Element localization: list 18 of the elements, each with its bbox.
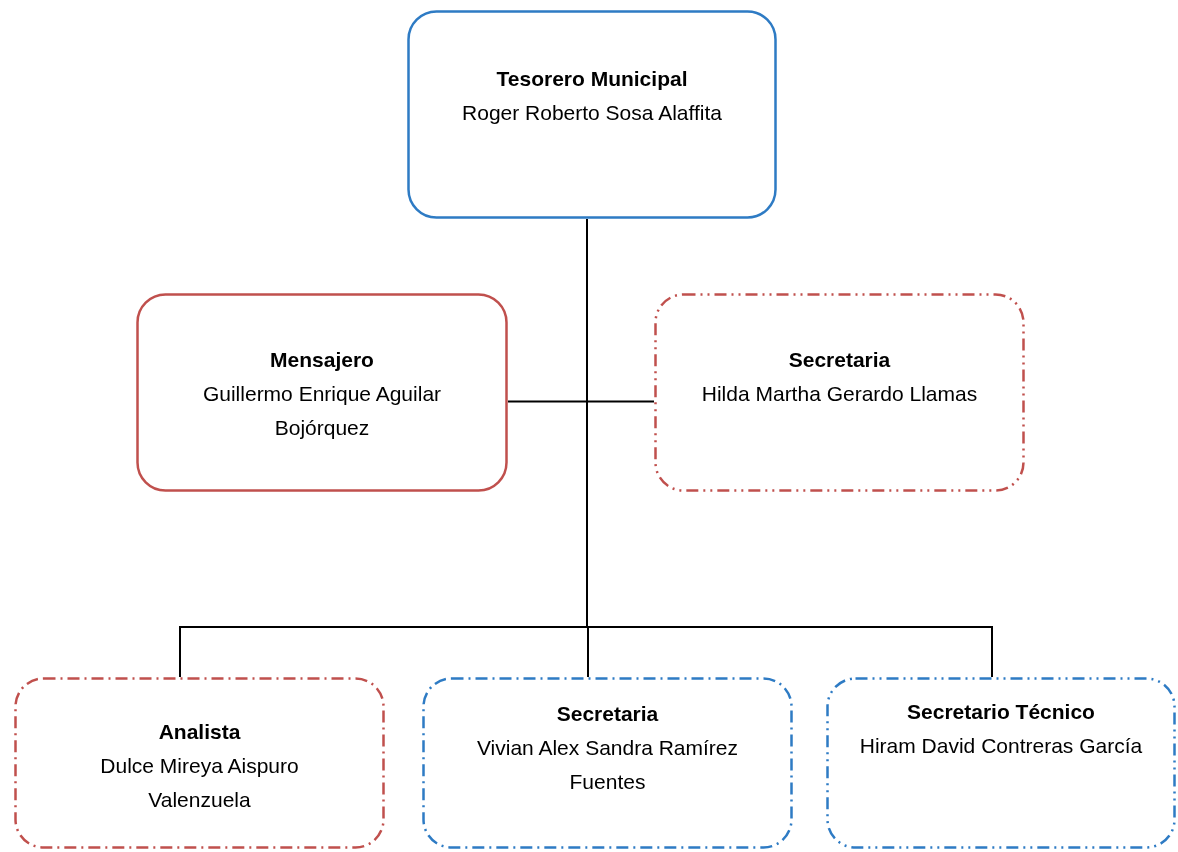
- role-title: Secretario Técnico: [907, 699, 1095, 725]
- org-box: [14, 677, 385, 849]
- role-title: Mensajero: [270, 347, 374, 373]
- role-title: Secretaria: [788, 347, 891, 373]
- role-title: Secretaria: [556, 701, 659, 727]
- org-box: [654, 293, 1025, 492]
- org-box: [826, 677, 1176, 849]
- person-name: Dulce Mireya Aispuro Valenzuela: [99, 753, 300, 813]
- person-name: Hilda Martha Gerardo Llamas: [701, 381, 978, 407]
- org-box: [422, 677, 793, 849]
- org-box: [407, 10, 777, 219]
- role-title: Analista: [158, 719, 241, 745]
- person-name: Vivian Alex Sandra Ramírez Fuentes: [475, 735, 740, 795]
- person-name: Guillermo Enrique Aguilar Bojórquez: [201, 381, 443, 441]
- org-box: [136, 293, 508, 492]
- person-name: Hiram David Contreras García: [859, 733, 1143, 759]
- role-title: Tesorero Municipal: [496, 66, 688, 92]
- person-name: Roger Roberto Sosa Alaffita: [462, 100, 722, 126]
